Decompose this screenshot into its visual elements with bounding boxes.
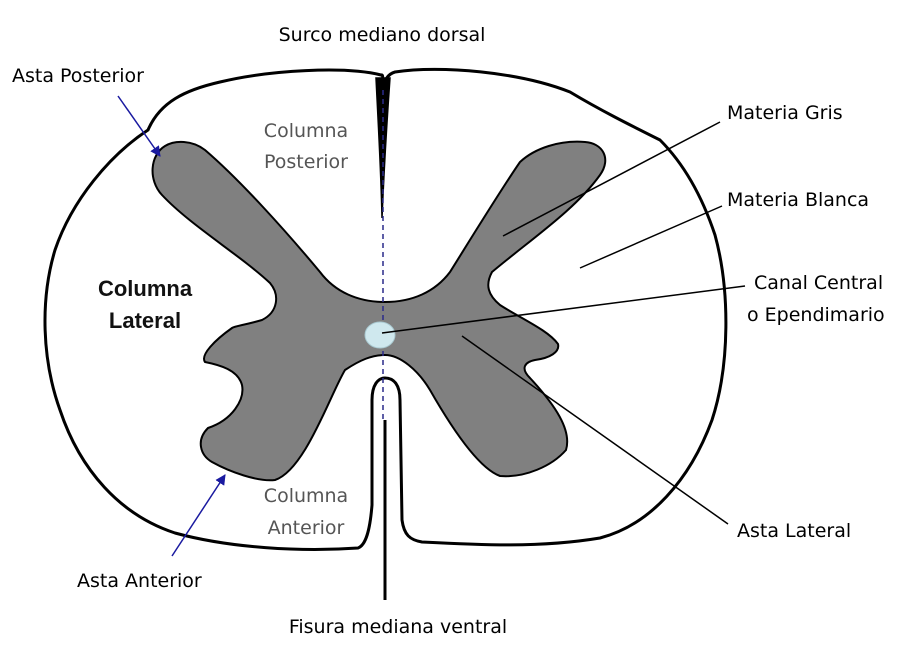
label-materia-blanca: Materia Blanca — [727, 189, 869, 211]
label-asta-posterior: Asta Posterior — [12, 65, 144, 87]
label-fisura-mediana-ventral: Fisura mediana ventral — [289, 616, 507, 638]
pointer-asta-lateral — [461, 335, 729, 525]
label-canal-central-2: o Ependimario — [747, 304, 885, 326]
label-asta-lateral: Asta Lateral — [737, 520, 851, 542]
region-columna-lateral-2: Lateral — [109, 308, 181, 333]
region-columna-posterior-1: Columna — [264, 120, 348, 142]
region-columna-posterior-2: Posterior — [264, 151, 348, 173]
pointer-materia-blanca — [579, 205, 723, 269]
label-materia-gris: Materia Gris — [727, 102, 843, 124]
arrow-asta-posterior — [117, 95, 161, 157]
arrow-asta-anterior — [171, 474, 226, 557]
pointer-canal-central — [381, 285, 746, 334]
region-columna-anterior-1: Columna — [264, 485, 348, 507]
central-canal — [364, 321, 396, 349]
gray-matter — [151, 140, 607, 482]
pointer-materia-gris — [502, 121, 721, 237]
label-canal-central-1: Canal Central — [754, 272, 883, 294]
region-columna-lateral-1: Columna — [98, 276, 193, 301]
label-asta-anterior: Asta Anterior — [77, 570, 202, 592]
label-surco-mediano-dorsal: Surco mediano dorsal — [279, 24, 486, 46]
region-columna-anterior-2: Anterior — [268, 517, 345, 539]
